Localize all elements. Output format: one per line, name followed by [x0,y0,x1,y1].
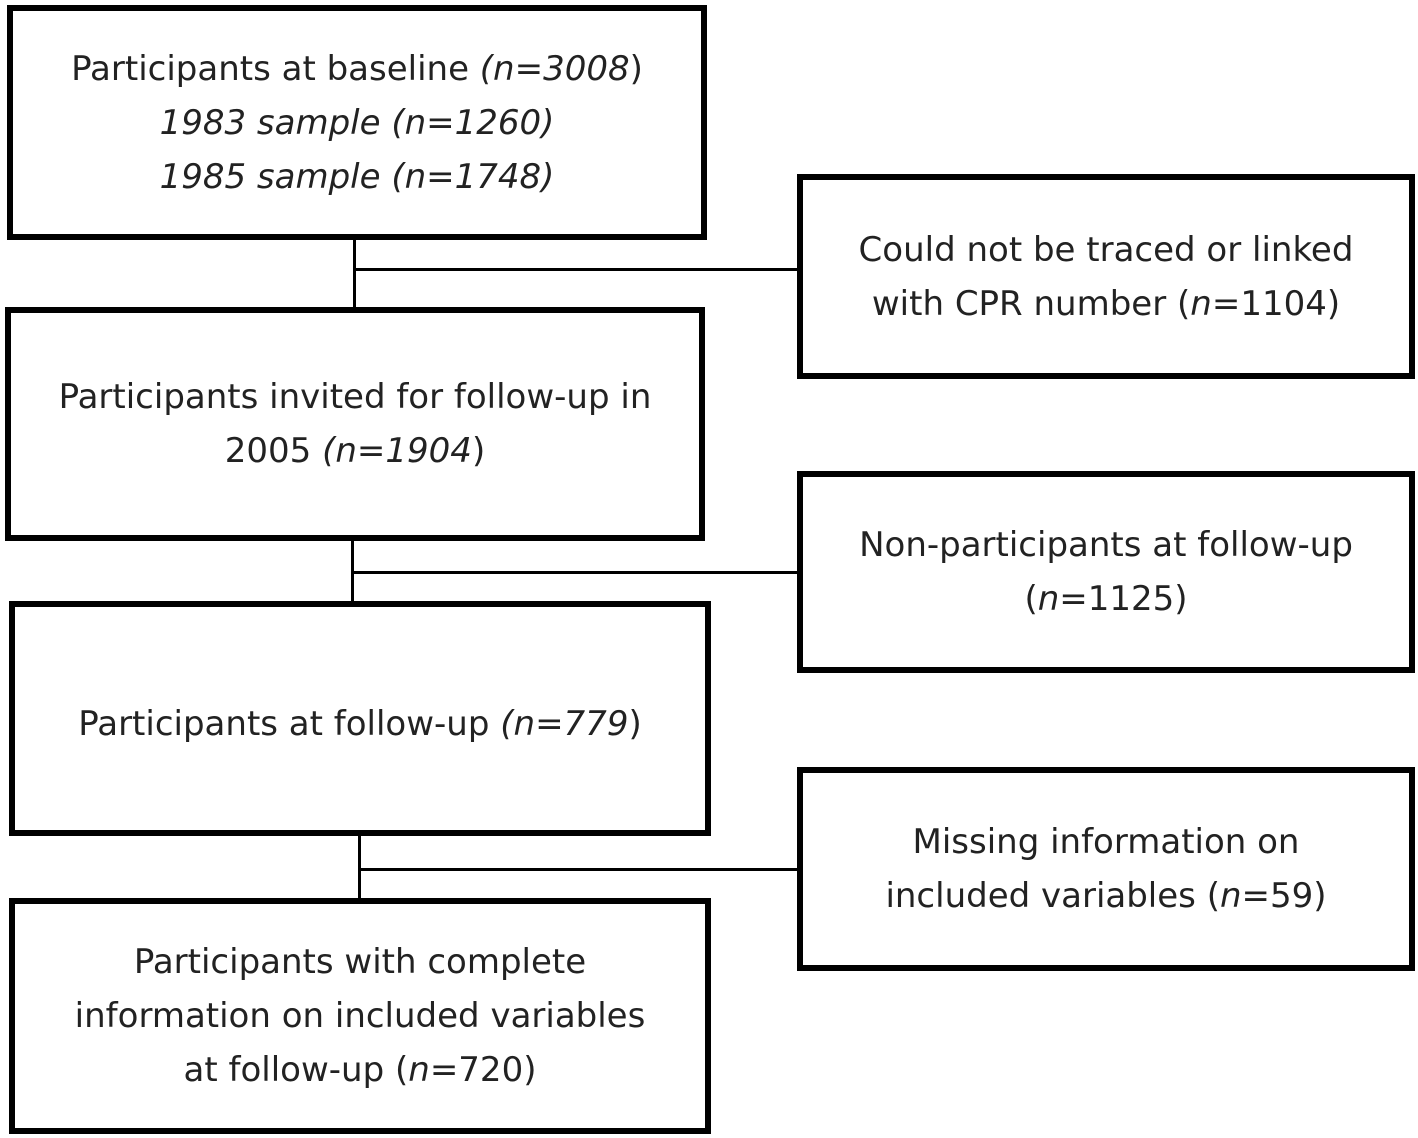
missing-info-line-2: included variables (n=59) [885,876,1327,916]
connector-vertical-1 [353,237,356,310]
nonparticipants-box: Non-participants at follow-up (n=1125) [797,471,1415,673]
missing-info-line-1: Missing information on [912,822,1300,862]
complete-info-box: Participants with complete information o… [9,898,711,1134]
nonparticipants-line-2: (n=1125) [1024,579,1188,619]
nonparticipants-line-1: Non-participants at follow-up [859,525,1353,565]
connector-vertical-3 [358,833,361,900]
excluded-trace-box: Could not be traced or linked with CPR n… [797,174,1415,379]
excluded-trace-line-1: Could not be traced or linked [858,229,1354,270]
baseline-line-3: 1985 sample (n=1748) [159,156,555,197]
complete-info-line-3: at follow-up (n=720) [183,1050,537,1090]
followup-box: Participants at follow-up (n=779) [9,601,711,836]
missing-info-box: Missing information on included variable… [797,767,1415,971]
baseline-line-2: 1983 sample (n=1260) [159,102,555,143]
invited-line-2: 2005 (n=1904) [224,431,486,471]
connector-branch-2 [351,571,797,574]
baseline-box: Participants at baseline (n=3008) 1983 s… [7,5,707,240]
invited-line-1: Participants invited for follow-up in [58,377,652,417]
invited-box: Participants invited for follow-up in 20… [5,307,705,541]
excluded-trace-line-2: with CPR number (n=1104) [871,283,1341,324]
connector-branch-1 [353,268,797,271]
followup-line-1: Participants at follow-up (n=779) [78,704,642,744]
complete-info-line-1: Participants with complete [133,942,587,982]
baseline-line-1: Participants at baseline (n=3008) [71,48,643,89]
connector-branch-3 [358,868,797,871]
complete-info-line-2: information on included variables [74,996,646,1036]
